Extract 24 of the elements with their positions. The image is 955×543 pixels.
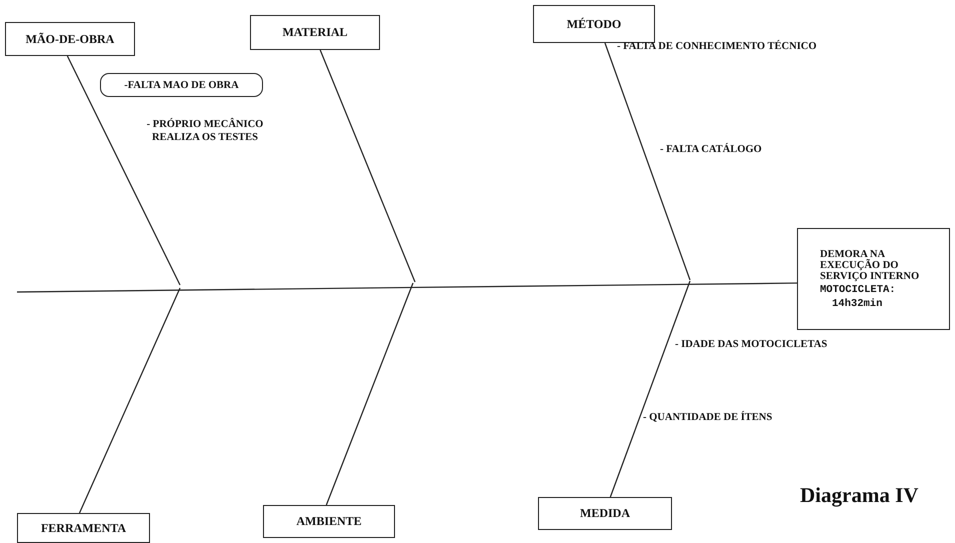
category-box: AMBIENTE xyxy=(263,505,395,538)
category-box: MEDIDA xyxy=(538,497,672,530)
effect-value: MOTOCICLETA: xyxy=(820,284,896,296)
cause-box: -FALTA MAO DE OBRA xyxy=(100,73,263,97)
category-box: MATERIAL xyxy=(250,15,380,50)
effect-text: DEMORA NA EXECUÇÃO DO SERVIÇO INTERNO xyxy=(820,248,920,282)
bone-line xyxy=(326,282,414,506)
cause-label: - IDADE DAS MOTOCICLETAS xyxy=(675,338,828,351)
effect-box xyxy=(797,228,950,330)
category-box: FERRAMENTA xyxy=(17,513,150,543)
cause-label: - QUANTIDADE DE ÍTENS xyxy=(643,411,772,424)
category-box: MÉTODO xyxy=(533,5,655,43)
bone-line xyxy=(320,50,416,282)
cause-label: - FALTA DE CONHECIMENTO TÉCNICO xyxy=(617,40,817,53)
effect-value: 14h32min xyxy=(832,298,882,310)
diagram-caption: Diagrama IV xyxy=(800,483,918,508)
bone-line xyxy=(66,56,181,286)
bone-line xyxy=(604,42,691,280)
category-box: MÃO-DE-OBRA xyxy=(5,22,135,56)
bone-line xyxy=(610,280,691,498)
cause-label: - FALTA CATÁLOGO xyxy=(660,143,762,156)
cause-label: - PRÓPRIO MECÂNICO REALIZA OS TESTES xyxy=(146,118,264,144)
spine-line xyxy=(17,282,797,293)
bone-line xyxy=(78,288,181,514)
